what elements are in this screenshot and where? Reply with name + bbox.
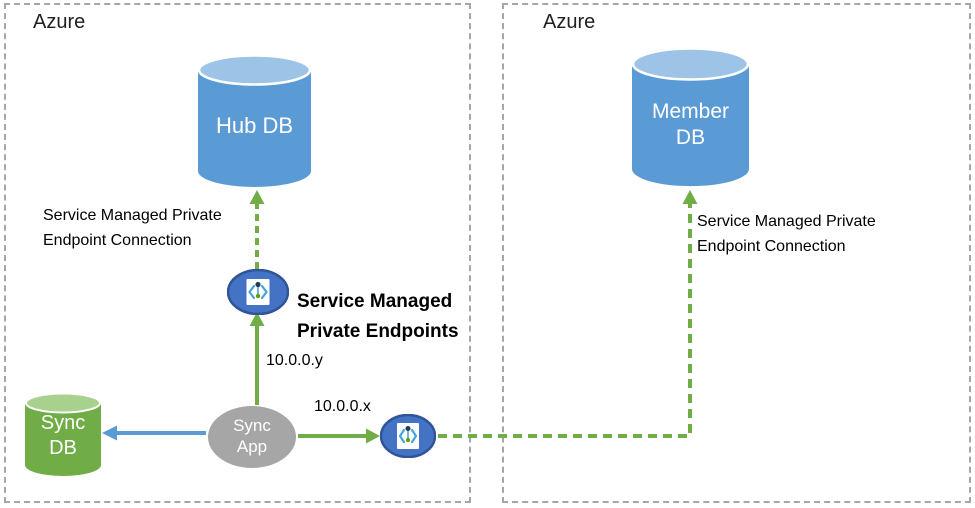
private-endpoint-icon-member	[379, 413, 437, 459]
private-endpoint-icon	[226, 268, 290, 316]
sync-db-label: Sync DB	[40, 411, 86, 459]
sync-db-cylinder: Sync DB	[24, 392, 102, 477]
member-db-cylinder: Member DB	[631, 47, 750, 187]
sync-app-shape: Sync App	[208, 406, 296, 468]
private-endpoint-icon	[379, 413, 437, 459]
database-cylinder-icon	[197, 54, 312, 187]
right-connection-label: Service Managed Private Endpoint Connect…	[697, 213, 876, 255]
hub-db-label: Hub DB	[215, 112, 294, 138]
ip-label-x: 10.0.0.x	[314, 398, 371, 415]
database-cylinder-icon	[25, 392, 101, 476]
private-endpoint-icon-hub	[226, 268, 290, 316]
database-cylinder-icon	[631, 47, 750, 187]
azure-label-left: Azure	[33, 11, 86, 33]
azure-label-right: Azure	[543, 11, 596, 33]
left-connection-label: Service Managed Private Endpoint Connect…	[43, 207, 222, 249]
ip-label-y: 10.0.0.y	[266, 352, 323, 369]
member-db-label: Member DB	[651, 99, 730, 149]
hub-db-cylinder: Hub DB	[197, 54, 312, 187]
sync-app-label: Sync App	[233, 416, 271, 456]
service-managed-private-endpoints-label: Service Managed Private Endpoints	[297, 291, 459, 342]
